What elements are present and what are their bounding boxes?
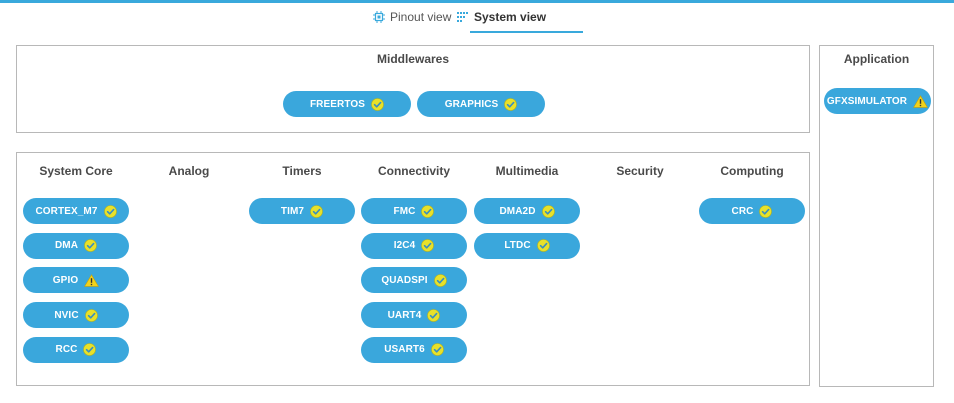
check-circle-icon [504, 97, 518, 111]
chip-label: QUADSPI [381, 274, 428, 286]
category-title-system-core: System Core [39, 164, 113, 178]
application-title: Application [843, 52, 910, 66]
category-title-analog: Analog [168, 164, 210, 178]
peripheral-chip-i2c4[interactable]: I2C4 [361, 232, 467, 259]
warning-triangle-icon [84, 274, 100, 287]
middlewares-panel [16, 45, 810, 133]
chip-label: GRAPHICS [444, 98, 499, 110]
middlewares-title: Middlewares [376, 52, 450, 66]
chip-label: UART4 [387, 309, 422, 321]
warning-triangle-icon [913, 94, 929, 108]
peripheral-chip-cortex-m7[interactable]: CORTEX_M7 [23, 198, 129, 224]
chip-label: FREERTOS [309, 98, 366, 110]
view-tabs: Pinout view System view [0, 7, 954, 33]
peripheral-chip-freertos[interactable]: FREERTOS [283, 91, 411, 117]
check-circle-icon [421, 204, 435, 218]
peripheral-chip-rcc[interactable]: RCC [23, 336, 129, 363]
check-circle-icon [103, 204, 117, 218]
tab-system-view[interactable]: System view [457, 7, 546, 27]
check-circle-icon [421, 239, 435, 252]
chip-label: NVIC [54, 309, 79, 321]
chip-label: GFXSIMULATOR [826, 95, 908, 107]
peripheral-chip-dma[interactable]: DMA [23, 232, 129, 259]
check-circle-icon [83, 343, 97, 357]
peripheral-chip-gpio[interactable]: GPIO [23, 267, 129, 294]
active-tab-indicator [470, 31, 583, 33]
top-accent-bar [0, 0, 954, 3]
category-title-computing: Computing [720, 164, 784, 178]
tab-pinout-label: Pinout view [390, 10, 452, 24]
chip-icon [373, 11, 385, 23]
peripheral-chip-gfxsimulator[interactable]: GFXSIMULATOR [824, 88, 931, 114]
check-circle-icon [427, 308, 441, 322]
chip-label: CRC [731, 205, 754, 217]
chip-label: GPIO [52, 274, 79, 286]
peripheral-chip-fmc[interactable]: FMC [361, 198, 467, 224]
category-title-multimedia: Multimedia [495, 164, 559, 178]
peripheral-chip-crc[interactable]: CRC [699, 198, 805, 224]
peripheral-chip-usart6[interactable]: USART6 [361, 336, 467, 363]
check-circle-icon [371, 97, 384, 111]
chip-label: RCC [55, 344, 78, 356]
check-circle-icon [84, 239, 97, 252]
peripheral-chip-dma2d[interactable]: DMA2D [474, 198, 580, 224]
check-circle-icon [430, 343, 444, 357]
check-circle-icon [433, 274, 447, 287]
tab-system-label: System view [474, 10, 547, 24]
peripheral-chip-uart4[interactable]: UART4 [361, 302, 467, 329]
chip-label: DMA2D [499, 205, 536, 217]
check-circle-icon [536, 239, 550, 252]
chip-label: TIM7 [280, 205, 305, 217]
category-title-security: Security [616, 164, 664, 178]
check-circle-icon [310, 204, 323, 218]
peripheral-chip-nvic[interactable]: NVIC [23, 302, 129, 329]
chip-label: FMC [393, 205, 416, 217]
peripheral-chip-quadspi[interactable]: QUADSPI [361, 267, 467, 294]
chip-label: CORTEX_M7 [35, 205, 98, 217]
category-title-timers: Timers [282, 164, 322, 178]
chip-label: DMA [54, 240, 79, 252]
chip-label: LTDC [504, 240, 531, 252]
peripheral-chip-graphics[interactable]: GRAPHICS [417, 91, 545, 117]
grid-icon [457, 12, 469, 22]
tab-pinout-view[interactable]: Pinout view [373, 7, 451, 27]
category-title-connectivity: Connectivity [377, 164, 450, 178]
check-circle-icon [541, 204, 555, 218]
check-circle-icon [84, 308, 98, 322]
peripheral-chip-tim7[interactable]: TIM7 [249, 198, 355, 224]
chip-label: I2C4 [393, 240, 416, 252]
chip-label: USART6 [384, 344, 425, 356]
peripheral-chip-ltdc[interactable]: LTDC [474, 232, 580, 259]
check-circle-icon [759, 204, 773, 218]
